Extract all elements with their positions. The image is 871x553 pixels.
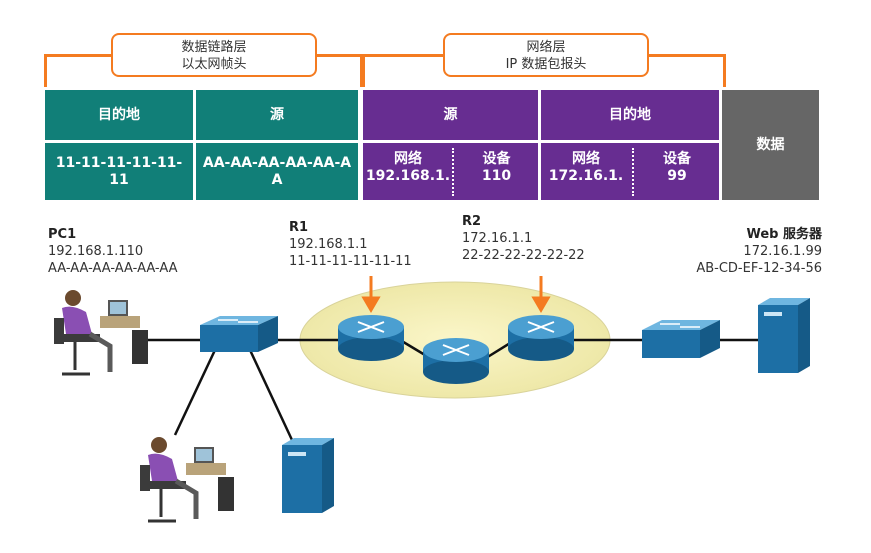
dest-net-value: 172.16.1. — [548, 168, 624, 184]
pc1-label: PC1 192.168.1.110 AA-AA-AA-AA-AA-AA — [48, 226, 198, 277]
src-net: 网络 192.168.1. — [363, 151, 453, 185]
data-cell: 数据 — [722, 90, 819, 200]
r1-name: R1 — [289, 220, 309, 235]
web-server-icon — [758, 298, 810, 373]
web-server-name: Web 服务器 — [746, 227, 822, 242]
datalink-callout-line2: 以太网帧头 — [181, 57, 247, 72]
src-dev-value: 110 — [481, 168, 512, 184]
router-r2-icon — [508, 315, 574, 361]
r2-name: R2 — [462, 214, 482, 229]
r2-label: R2 172.16.1.1 22-22-22-22-22-22 — [462, 213, 585, 264]
r1-label: R1 192.168.1.1 11-11-11-11-11-11 — [289, 219, 412, 270]
web-server-label: Web 服务器 172.16.1.99 AB-CD-EF-12-34-56 — [640, 226, 822, 277]
dest-dev: 设备 99 — [635, 151, 719, 185]
src-net-value: 192.168.1. — [365, 168, 451, 184]
r2-arrow-icon — [531, 276, 551, 313]
src-net-label: 网络 — [394, 151, 422, 167]
network-callout-line1: 网络层 — [526, 40, 566, 55]
r2-mac: 22-22-22-22-22-22 — [462, 248, 585, 263]
src-dev-label: 设备 — [482, 151, 511, 167]
datalink-callout: 数据链路层 以太网帧头 — [111, 33, 317, 77]
datalink-callout-line1: 数据链路层 — [181, 40, 247, 55]
pc1-ip: 192.168.1.110 — [48, 244, 144, 259]
pc1-name: PC1 — [48, 227, 77, 242]
r1-arrow-icon — [361, 276, 381, 313]
dest-ip-divider — [632, 148, 634, 196]
web-server-ip: 172.16.1.99 — [743, 244, 822, 259]
pc1-workstation-icon — [54, 290, 148, 376]
dest-dev-label: 设备 — [663, 151, 691, 167]
dest-mac-value: 11-11-11-11-11-11 — [45, 143, 193, 200]
dest-dev-value: 99 — [667, 168, 687, 184]
r1-mac: 11-11-11-11-11-11 — [289, 254, 412, 269]
server-bottom-icon — [282, 438, 334, 513]
router-r1-icon — [338, 315, 404, 361]
pc1-mac: AA-AA-AA-AA-AA-AA — [48, 261, 178, 276]
switch-2-icon — [642, 320, 720, 358]
r2-ip: 172.16.1.1 — [462, 231, 533, 246]
network-callout: 网络层 IP 数据包报头 — [443, 33, 649, 77]
src-mac-value: AA-AA-AA-AA-AA-AA — [196, 143, 358, 200]
web-server-mac: AB-CD-EF-12-34-56 — [696, 261, 822, 276]
src-dev: 设备 110 — [455, 151, 538, 185]
src-ip-cell — [363, 143, 538, 200]
dest-ip-cell — [541, 143, 719, 200]
switch-1-icon — [200, 316, 278, 352]
header-src-ip: 源 — [363, 90, 538, 140]
network-callout-line2: IP 数据包报头 — [505, 57, 587, 72]
header-src-mac: 源 — [196, 90, 358, 140]
router-middle-icon — [423, 338, 489, 384]
header-dest-ip: 目的地 — [541, 90, 719, 140]
dest-net-label: 网络 — [572, 151, 600, 167]
src-ip-divider — [452, 148, 454, 196]
workstation-2-icon — [140, 437, 234, 523]
header-dest-mac: 目的地 — [45, 90, 193, 140]
r1-ip: 192.168.1.1 — [289, 237, 368, 252]
dest-net: 网络 172.16.1. — [541, 151, 631, 185]
